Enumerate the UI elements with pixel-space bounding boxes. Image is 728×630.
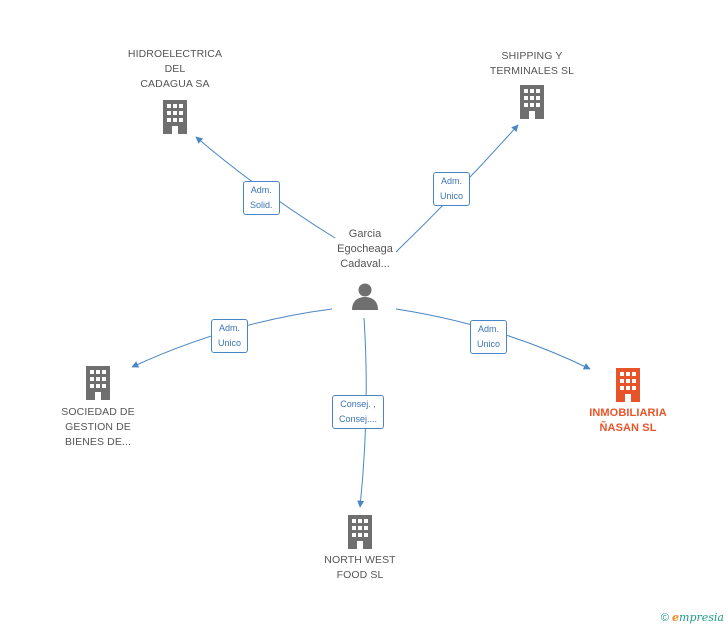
relation-label-inmobiliaria[interactable]: Adm. Unico — [470, 320, 508, 354]
relation-label-line: Consej.... — [339, 414, 378, 424]
company-label: SHIPPING Y TERMINALES SL — [472, 49, 592, 79]
company-label-line: ÑASAN SL — [599, 422, 657, 434]
company-node-hidroelectrica[interactable]: HIDROELECTRICA DEL CADAGUA SA — [115, 47, 235, 134]
company-label-line: GESTION DE — [65, 421, 131, 433]
person-icon — [352, 283, 378, 310]
person-name-line: Garcia — [348, 228, 382, 240]
person-name-line: Egocheaga — [337, 243, 393, 255]
company-label-line: BIENES DE... — [65, 436, 131, 448]
company-label: SOCIEDAD DE GESTION DE BIENES DE... — [38, 405, 158, 450]
company-label-line: INMOBILIARIA — [589, 407, 667, 419]
company-label-line: TERMINALES SL — [489, 65, 575, 77]
relation-label-line: Unico — [477, 339, 501, 349]
relation-label-hidroelectrica[interactable]: Adm. Solid. — [243, 181, 280, 215]
company-node-shipping[interactable]: SHIPPING Y TERMINALES SL — [472, 49, 592, 119]
relation-label-northwest[interactable]: Consej. , Consej.... — [332, 395, 385, 429]
company-label: INMOBILIARIA ÑASAN SL — [568, 406, 688, 436]
relation-label-line: Solid. — [250, 200, 273, 210]
relation-label-line: Adm. — [219, 323, 241, 333]
brand-rest: mpresia — [679, 611, 724, 624]
company-node-sociedad[interactable]: SOCIEDAD DE GESTION DE BIENES DE... — [38, 366, 158, 450]
relation-label-line: Adm. — [250, 185, 272, 195]
company-label: HIDROELECTRICA DEL CADAGUA SA — [115, 47, 235, 92]
company-node-northwest[interactable]: NORTH WEST FOOD SL — [300, 515, 420, 583]
relation-label-shipping[interactable]: Adm. Unico — [433, 172, 471, 206]
company-label-line: HIDROELECTRICA — [127, 48, 223, 60]
company-label-line: NORTH WEST — [324, 554, 396, 566]
company-label-line: CADAGUA SA — [140, 78, 210, 90]
company-label-line: SOCIEDAD DE — [61, 406, 135, 418]
company-label-line: SHIPPING Y — [501, 50, 563, 62]
company-label-line: DEL — [164, 63, 186, 75]
company-label-line: FOOD SL — [336, 569, 384, 581]
person-name: Garcia Egocheaga Cadaval... — [310, 227, 420, 272]
empresia-watermark[interactable]: © empresia — [661, 611, 724, 624]
relation-label-line: Adm. — [478, 324, 500, 334]
building-icon — [616, 368, 640, 402]
relation-label-line: Consej. , — [340, 399, 376, 409]
building-icon — [86, 366, 110, 400]
company-node-inmobiliaria[interactable]: INMOBILIARIA ÑASAN SL — [568, 368, 688, 436]
brand-initial: e — [672, 611, 680, 624]
person-name-line: Cadaval... — [340, 258, 390, 270]
company-label: NORTH WEST FOOD SL — [300, 553, 420, 583]
person-node[interactable]: Garcia Egocheaga Cadaval... — [310, 227, 420, 311]
brand-logo: empresia — [672, 611, 724, 624]
building-icon — [163, 100, 187, 134]
relation-label-sociedad[interactable]: Adm. Unico — [211, 319, 249, 353]
building-icon — [348, 515, 372, 549]
relation-label-line: Adm. — [441, 176, 463, 186]
copyright-symbol: © — [660, 612, 669, 624]
building-icon — [520, 85, 544, 119]
relation-label-line: Unico — [218, 338, 242, 348]
relation-label-line: Unico — [440, 191, 464, 201]
